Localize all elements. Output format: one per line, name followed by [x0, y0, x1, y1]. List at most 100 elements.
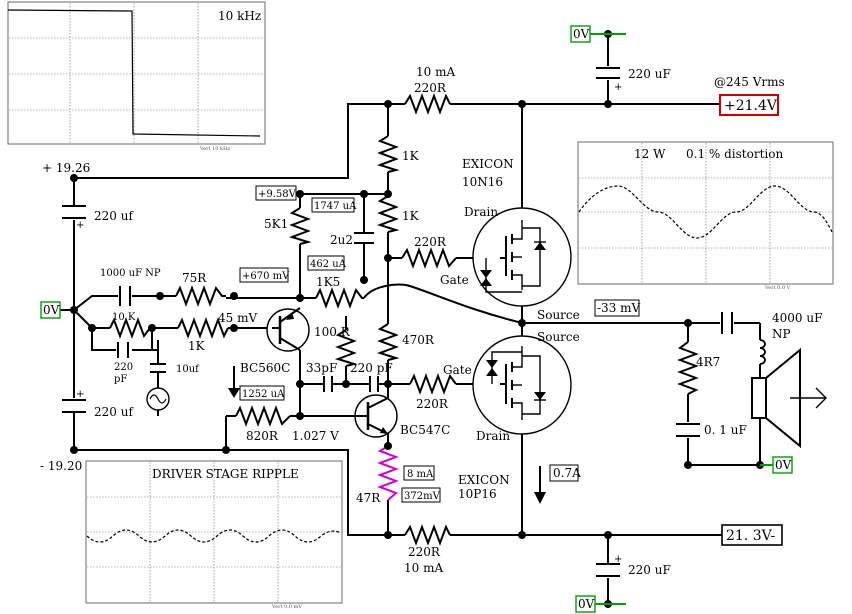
r-820-label: 820R — [246, 429, 279, 443]
lower-source-label: Source — [537, 330, 580, 344]
r-10k-label: 10 K — [112, 312, 136, 323]
svg-text:+: + — [76, 220, 84, 231]
r-100-label: 100 R — [314, 325, 351, 339]
square-wave-trace — [7, 9, 261, 137]
sine-wave-trace — [578, 185, 833, 239]
reading-i07a: 0.7A — [553, 466, 581, 480]
scope-foot-label: Vert 0.0 V — [764, 285, 791, 291]
cap-220pf-input — [117, 342, 129, 358]
svg-text:+: + — [76, 389, 84, 400]
bottom-current-label: 10 mA — [404, 561, 443, 575]
upper-maker-label: EXICON — [462, 157, 514, 171]
capacitors: + + + + — [62, 67, 733, 577]
speaker-icon — [751, 347, 827, 449]
scope-driver-ripple: DRIVER STAGE RIPPLE Vert 0.0 mV — [85, 460, 343, 610]
pos-supply-label: + 19.26 — [42, 161, 90, 175]
lower-drain-label: Drain — [476, 429, 510, 443]
rail-boxes: +21.4V 21. 3V- — [719, 94, 783, 546]
lower-gate-label: Gate — [443, 363, 472, 377]
c-1000-label: 1000 uF NP — [100, 268, 161, 279]
boxed-readings: +9.58V 1747 uA 462 uA +670 mV 1252 uA 8 … — [239, 185, 641, 503]
lower-part-label: 10P16 — [458, 487, 497, 501]
mosfet-upper-icon — [472, 207, 572, 307]
scope-title-label: DRIVER STAGE RIPPLE — [152, 467, 299, 481]
r-220-gate-up-label: 220R — [414, 235, 447, 249]
labels: + 19.26 - 19.20 @245 Vrms 10 mA 220R 220… — [40, 65, 822, 577]
resistor-1k-mid — [376, 195, 400, 233]
cap-220uf-left-top — [62, 205, 86, 219]
upper-drain-label: Drain — [464, 205, 498, 219]
lower-maker-label: EXICON — [458, 473, 510, 487]
r-1k-top-label: 1K — [402, 149, 420, 163]
r-1k-in-label: 1K — [188, 339, 206, 353]
bottom-cap-label: 220 uF — [628, 563, 671, 577]
r-220-gate-dn-label: 220R — [416, 397, 449, 411]
resistor-220r-gate-lower — [409, 373, 457, 395]
neg-supply-label: - 19.20 — [40, 459, 82, 473]
reading-v670: +670 mV — [242, 271, 290, 282]
reading-v958: +9.58V — [258, 189, 297, 200]
reading-v372: 372mV — [404, 491, 441, 502]
r-1k-mid-label: 1K — [402, 209, 420, 223]
cap-33pf — [323, 376, 333, 392]
svg-text:+: + — [614, 82, 622, 93]
inductor-icon — [759, 339, 766, 365]
scope-foot-label: Vert 0.0 mV — [271, 604, 302, 610]
reading-v1027: 1.027 V — [292, 429, 339, 443]
cap-2u2 — [354, 232, 374, 244]
ground-tag-top: 0V — [573, 27, 590, 41]
vrms-label: @245 Vrms — [714, 75, 785, 89]
scope-distortion-label: 0.1 % distortion — [686, 147, 783, 161]
cap-10uf — [150, 363, 166, 373]
bottom-res-label: 220R — [408, 545, 441, 559]
scope-foot-label: Vert 10 kHz — [199, 146, 230, 152]
reading-i1252: 1252 uA — [242, 389, 285, 400]
junction-dots — [70, 30, 764, 608]
resistor-47r — [377, 445, 399, 501]
c-2u2-label: 2u2 — [330, 233, 353, 247]
ground-tags: 0V 0V 0V 0V — [40, 25, 793, 613]
resistor-10k — [109, 317, 152, 339]
c-220pf-unit-label: pF — [114, 374, 127, 385]
q-npn-label: BC547C — [400, 423, 450, 437]
cap-1000uf — [119, 286, 131, 306]
cap-220uf-bottom — [596, 563, 620, 577]
signal-source-icon — [146, 387, 170, 411]
resistor-1k-input — [177, 317, 229, 339]
resistor-220r-bottom — [404, 524, 451, 546]
scope-square-wave: 10 kHz Vert 10 kHz — [7, 1, 266, 152]
top-res-label: 220R — [414, 81, 447, 95]
reading-i1747: 1747 uA — [314, 201, 357, 212]
scope-power-label: 12 W — [634, 147, 666, 161]
reading-i8ma: 8 mA — [407, 469, 434, 480]
c-01-label: 0. 1 uF — [704, 423, 747, 437]
r-75-label: 75R — [182, 271, 207, 285]
resistor-100r — [334, 329, 358, 367]
svg-text:+: + — [614, 554, 622, 565]
cap-01uf — [676, 423, 700, 437]
pos-rail-box: +21.4V — [724, 98, 778, 114]
resistors — [109, 93, 699, 546]
c-33p-label: 33pF — [306, 361, 337, 375]
transistor-bc547c — [352, 394, 398, 438]
upper-gate-label: Gate — [440, 273, 469, 287]
ground-tag-left: 0V — [43, 303, 60, 317]
reading-vout: -33 mV — [597, 301, 641, 315]
c-220pf-in-label: 220 — [114, 362, 133, 373]
mosfet-lower-icon — [472, 335, 572, 435]
resistor-1k5 — [315, 287, 364, 309]
r-47-label: 47R — [356, 491, 381, 505]
top-current-label: 10 mA — [416, 65, 455, 79]
cap-220uf-top — [596, 67, 620, 79]
cap-220uf-left-bottom — [62, 399, 86, 413]
resistor-5k1 — [288, 207, 312, 245]
resistor-1k-top — [376, 135, 400, 173]
resistor-75r — [175, 285, 226, 307]
resistor-4r7 — [677, 341, 699, 395]
cap-4000uf — [721, 312, 733, 334]
c-220uf-top-label: 220 uf — [94, 209, 134, 223]
top-cap-label: 220 uF — [628, 67, 671, 81]
reading-i462: 462 uA — [310, 259, 347, 270]
r-5k1-label: 5K1 — [264, 217, 288, 231]
